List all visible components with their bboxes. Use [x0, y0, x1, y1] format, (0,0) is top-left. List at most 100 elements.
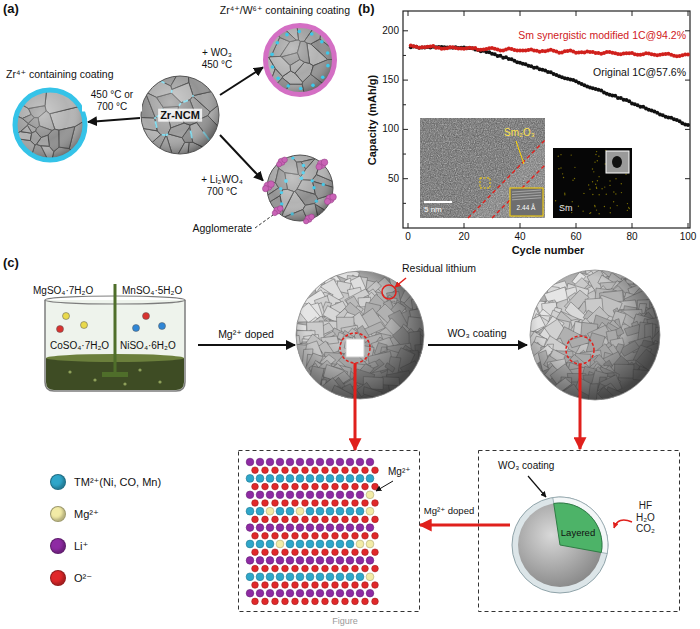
crystal-structure-panel-outline [352, 582, 359, 589]
tem-inset [512, 198, 541, 200]
eds-map-inset [609, 180, 610, 181]
crystal-structure-panel-outline [352, 533, 359, 540]
crystal-structure-panel-outline [356, 589, 364, 597]
coated-particle-illustration [428, 260, 669, 449]
crystal-structure-panel-outline [262, 533, 269, 540]
doped-particle-outline [295, 270, 425, 400]
crystal-structure-panel-outline [332, 516, 339, 523]
figure-label: 80 [626, 231, 637, 243]
crystal-structure-panel-outline [272, 516, 279, 523]
figure-label: Sm synergistic modified 1C@94.2% [518, 29, 686, 41]
crystal-structure-panel-outline [316, 540, 324, 548]
capacity-chart [632, 223, 633, 228]
crystal-structure-panel-outline [292, 582, 299, 589]
zr-ncm-particle-outline [141, 76, 219, 154]
crystal-structure-panel-outline [262, 582, 269, 589]
legend-item: Li⁺ [50, 538, 88, 554]
zr-ncm-particle-outline [141, 76, 219, 154]
crystal-structure-panel-outline [366, 491, 374, 499]
node-text: HF H₂O CO₂ [636, 500, 655, 535]
eds-map-inset [596, 188, 597, 189]
crystal-structure-panel-outline [252, 467, 259, 474]
crystal-structure-panel-outline [366, 557, 374, 565]
eds-map-inset [571, 154, 572, 155]
crystal-structure-panel-outline [326, 491, 334, 499]
crystal-structure-panel-outline [296, 507, 304, 515]
layered-core-sphere-outline [512, 497, 608, 593]
crystal-structure-panel-outline [266, 573, 274, 581]
doped-particle-outline [354, 363, 357, 400]
crystal-structure-panel-outline [296, 458, 304, 466]
agglomerate-particle-outline [324, 198, 330, 204]
eds-map-inset [596, 186, 597, 187]
crystal-structure-panel-outline [252, 516, 259, 523]
figure-label: 2.44 Å [517, 204, 536, 211]
crystal-structure-panel-outline [256, 458, 264, 466]
crystal-structure-panel-outline [292, 533, 299, 540]
crystal-structure-panel-outline [372, 500, 379, 507]
crystal-structure-panel-outline [346, 540, 354, 548]
eds-map-inset [598, 213, 599, 214]
dual-coated-particle-outline [271, 65, 275, 69]
crystal-structure-panel-outline [276, 475, 284, 483]
capacity-chart [411, 47, 688, 125]
coated-particle-illustration [579, 364, 582, 449]
dual-coated-particle-outline [263, 23, 337, 97]
crystal-structure-panel-outline [316, 557, 324, 565]
crystal-structure-panel-outline [256, 557, 264, 565]
crystal-structure-panel-outline [322, 500, 329, 507]
crystal-structure-panel-outline [292, 598, 299, 605]
crystal-structure-panel-outline [256, 491, 264, 499]
crystal-structure-panel-outline [362, 533, 369, 540]
doped-particle-outline [395, 278, 406, 287]
capacity-chart [685, 80, 690, 81]
eds-map-inset [589, 213, 590, 214]
capacity-chart [408, 11, 409, 16]
crystal-structure-panel-outline [336, 573, 344, 581]
node-text: Zr⁴⁺/W⁶⁺ containing coating [220, 4, 350, 16]
precursor-beaker-outline [45, 284, 185, 391]
figure-label: 20 [458, 231, 469, 243]
agglomerate-particle-outline [267, 155, 333, 221]
doped-particle-outline [290, 264, 429, 406]
crystal-structure-panel-outline [352, 483, 359, 490]
dual-coated-particle-outline [266, 26, 335, 95]
crystal-structure-panel-outline [342, 565, 349, 572]
crystal-structure-panel-outline [346, 524, 354, 532]
node-text: Mg²⁺ [388, 466, 411, 478]
crystal-structure-panel-outline [286, 475, 294, 483]
zr-ncm-particle-outline [141, 76, 219, 154]
arrow-connector [220, 67, 263, 95]
crystal-structure-panel-outline [252, 500, 259, 507]
crystal-structure-panel-outline [312, 467, 319, 474]
dual-coated-particle-outline [320, 40, 324, 44]
dual-coated-particle-outline [270, 53, 274, 57]
legend-item: Mg²⁺ [50, 506, 99, 522]
crystal-structure-panel-outline [352, 598, 359, 605]
eds-map-inset [613, 201, 614, 202]
crystal-structure-panel-outline [332, 549, 339, 556]
crystal-structure-panel-outline [316, 475, 324, 483]
crystal-structure-panel-outline [366, 507, 374, 515]
coating-detail-panel: LayeredWO₃ coatingHF H₂O CO₂ [478, 450, 680, 612]
figure-label: (a) [3, 2, 19, 17]
crystal-structure-panel-outline [322, 483, 329, 490]
crystal-structure-panel-outline [316, 507, 324, 515]
figure-label: 0 [405, 231, 411, 243]
eds-map-inset [604, 206, 605, 207]
arrow-connector [198, 344, 295, 346]
crystal-structure-panel-outline [342, 483, 349, 490]
crystal-structure-panel-outline [306, 557, 314, 565]
legend-text: Li⁺ [74, 540, 88, 553]
crystal-structure-panel-outline [246, 589, 254, 597]
crystal-structure-panel-outline [372, 533, 379, 540]
figure-label: Cycle number [512, 244, 585, 257]
crystal-structure-panel-outline [286, 458, 294, 466]
crystal-structure-panel-outline [276, 524, 284, 532]
crystal-structure-panel-outline [282, 500, 289, 507]
crystal-structure-panel-outline [266, 524, 274, 532]
arrow-connector [88, 118, 140, 122]
crystal-structure-panel-outline [372, 516, 379, 523]
legend-swatch [50, 538, 66, 554]
crystal-structure-panel-outline [262, 500, 269, 507]
